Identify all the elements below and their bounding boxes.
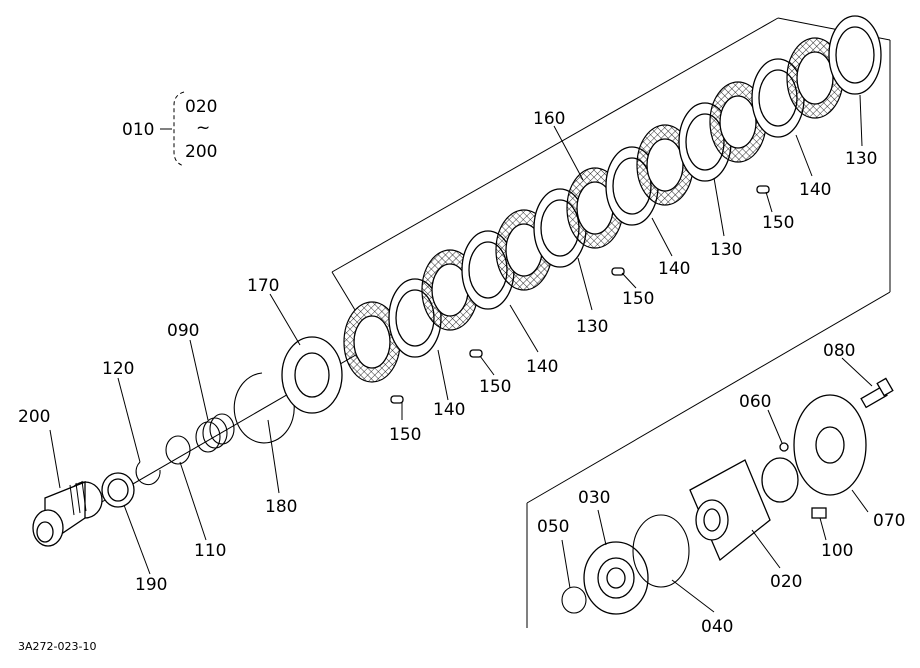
label-150-c: 150: [622, 289, 654, 309]
label-100: 100: [821, 541, 853, 561]
leader-lines: [49, 94, 873, 613]
label-060: 060: [739, 392, 771, 412]
label-070: 070: [873, 511, 905, 531]
label-050: 050: [537, 517, 569, 537]
label-150-d: 150: [762, 213, 794, 233]
label-130-c: 130: [845, 149, 877, 169]
part-100-plug: [811, 507, 827, 519]
part-020-clutch-hub: [689, 457, 799, 562]
label-020: 020: [770, 572, 802, 592]
label-180: 180: [265, 497, 297, 517]
part-200-drum: [32, 480, 103, 547]
label-200: 200: [18, 407, 50, 427]
label-150-b: 150: [479, 377, 511, 397]
label-080: 080: [823, 341, 855, 361]
part-030-housing: [583, 541, 649, 615]
label-140-b: 140: [526, 357, 558, 377]
label-130-b: 130: [710, 240, 742, 260]
part-090-spring: [195, 413, 235, 453]
label-150-a: 150: [389, 425, 421, 445]
part-120-snap-ring: [135, 461, 161, 486]
label-040: 040: [701, 617, 733, 637]
part-190-bearing: [101, 472, 135, 508]
disc-pack-frame: [331, 17, 891, 628]
part-150-pins: [390, 185, 770, 404]
part-040-o-ring: [632, 514, 690, 588]
label-160: 160: [533, 109, 565, 129]
label-110: 110: [194, 541, 226, 561]
label-190: 190: [135, 575, 167, 595]
label-140-d: 140: [799, 180, 831, 200]
part-110-ring: [165, 435, 191, 465]
assembly-code: 010: [122, 120, 154, 140]
part-060-ball: [779, 442, 789, 452]
assembly-range-tilde: ~: [196, 118, 210, 138]
label-140-a: 140: [433, 400, 465, 420]
part-080-bolt: [860, 377, 894, 409]
assembly-range-to: 200: [185, 142, 217, 162]
part-050-ring: [561, 586, 587, 614]
label-130-a: 130: [576, 317, 608, 337]
label-170: 170: [247, 276, 279, 296]
part-180-snap-ring: [233, 372, 295, 444]
disc-pack: [343, 15, 882, 383]
drawing-number: 3A272-023-10: [18, 640, 96, 653]
assembly-bracket: [160, 91, 185, 167]
label-120: 120: [102, 359, 134, 379]
label-090: 090: [167, 321, 199, 341]
label-030: 030: [578, 488, 610, 508]
part-070-plate: [793, 394, 867, 496]
label-140-c: 140: [658, 259, 690, 279]
part-170-end-plate: [281, 336, 343, 414]
assembly-range-from: 020: [185, 97, 217, 117]
